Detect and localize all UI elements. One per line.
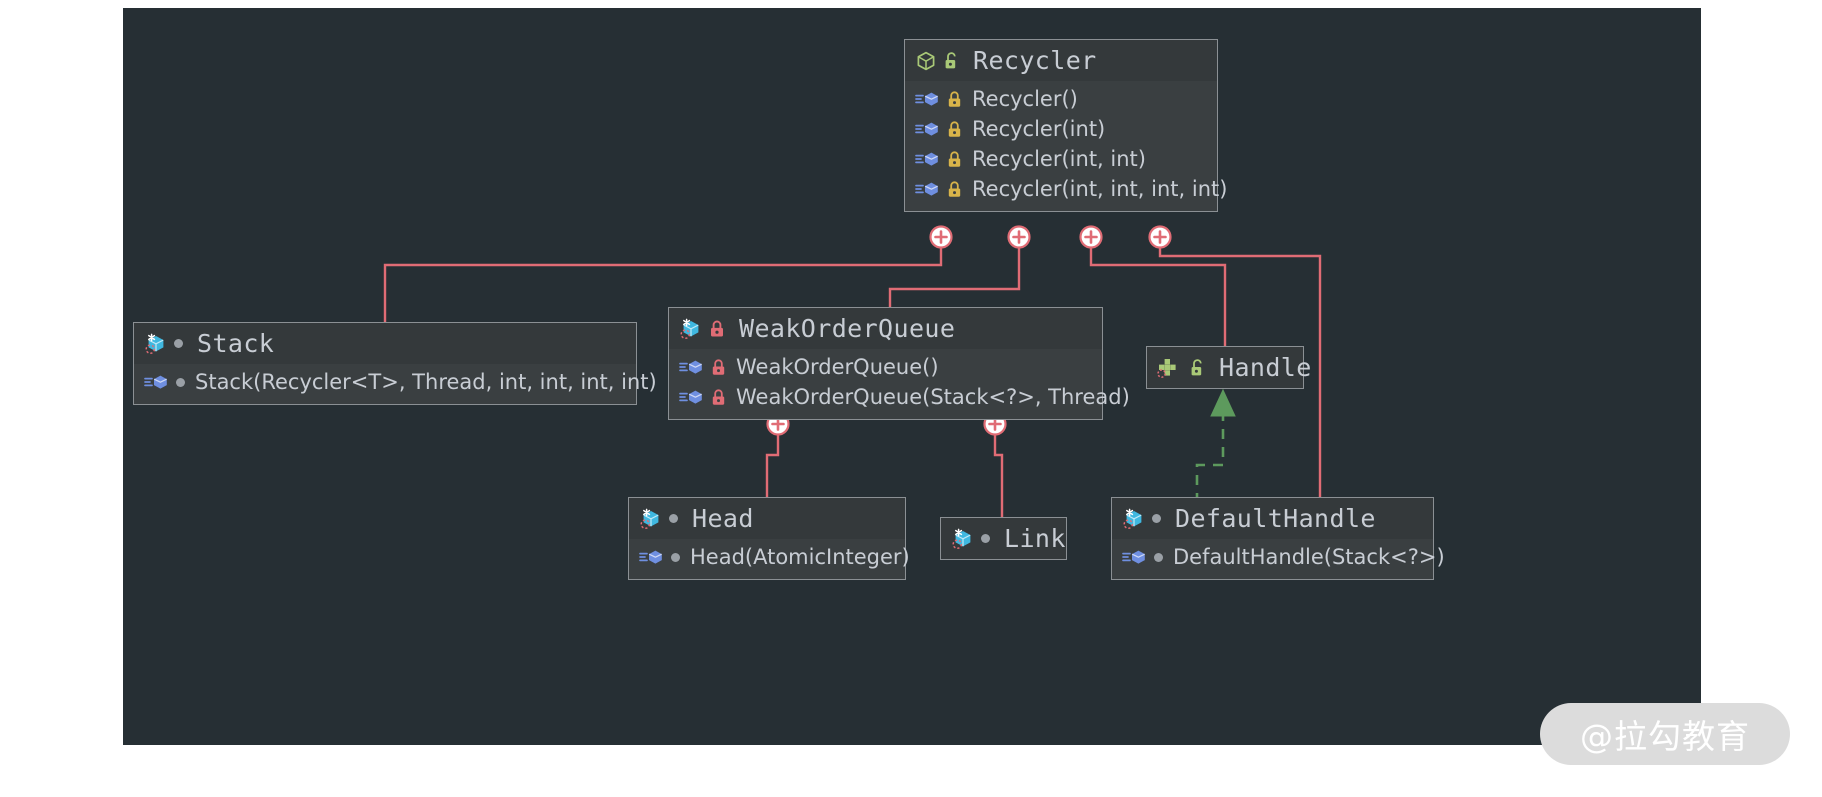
gray-dot-icon [669,514,678,523]
gray-dot-icon [1154,552,1163,562]
edge-recycler-defaulthandle [1158,246,1322,505]
watermark-badge: @拉勾教育 [1540,703,1790,765]
member-row[interactable]: Recycler(int, int) [905,144,1217,174]
member-label: Head(AtomicInteger) [690,545,910,569]
class-node-weakorderqueue[interactable]: WeakOrderQueue [668,307,1130,420]
member-row[interactable]: Recycler(int, int, int, int) [905,174,1227,204]
blue-method-icon [915,179,941,199]
member-row[interactable]: Stack(Recycler<T>, Thread, int, int, int… [134,367,657,397]
member-label: Recycler(int) [972,117,1106,141]
plus-badge-recycler-weakorderqueue [1007,225,1031,249]
member-label: Stack(Recycler<T>, Thread, int, int, int… [195,370,657,394]
member-row[interactable]: WeakOrderQueue() [669,352,1102,382]
green-interface-icon [1157,356,1183,380]
class-name: Link [1004,524,1066,553]
class-node-recycler[interactable]: Recycler [904,39,1227,212]
cyan-final-cube-icon [1122,507,1146,531]
member-label: Recycler(int, int, int, int) [972,177,1228,201]
class-node-head[interactable]: Head Head(AtomicInteger) [628,497,910,580]
blue-method-icon [144,372,170,392]
blue-method-icon [915,149,941,169]
class-name: Handle [1219,353,1312,382]
member-label: WeakOrderQueue() [736,355,939,379]
class-node-header[interactable]: WeakOrderQueue [669,308,1102,349]
member-row[interactable]: Recycler(int) [905,114,1217,144]
class-node-stack[interactable]: Stack Stack(Recycler<T>, Thread, int, in… [133,322,657,405]
gray-dot-icon [981,534,990,543]
class-node-header[interactable]: DefaultHandle [1112,498,1433,539]
class-name: Recycler [973,46,1097,75]
class-node-members: DefaultHandle(Stack<?>) [1112,539,1445,579]
blue-method-icon [1122,547,1148,567]
gray-dot-icon [176,377,185,387]
inheritance-arrowhead [1210,388,1236,417]
uml-diagram-canvas[interactable]: Recycler [123,8,1701,745]
red-locked-padlock-icon [709,319,725,339]
class-name: Head [692,504,754,533]
class-node-handle[interactable]: Handle [1146,346,1311,389]
member-row[interactable]: WeakOrderQueue(Stack<?>, Thread) [669,382,1130,412]
gray-dot-icon [174,339,183,348]
class-node-header[interactable]: Head [629,498,905,539]
gray-dot-icon [671,552,680,562]
class-node-members: Recycler() [905,81,1227,211]
red-locked-padlock-icon [711,358,726,377]
blue-method-icon [915,119,941,139]
blue-method-icon [639,547,665,567]
class-node-link[interactable]: Link [940,517,1067,560]
member-row[interactable]: Recycler() [905,84,1217,114]
class-name: DefaultHandle [1175,504,1376,533]
edge-weakorderqueue-head [765,432,780,499]
edge-recycler-stack [383,246,943,324]
connector-layer [383,225,1322,519]
edge-recycler-weakorderqueue [888,246,1021,309]
cyan-final-cube-icon [144,332,168,356]
class-name: Stack [197,329,275,358]
green-cube-icon [915,50,937,72]
blue-method-icon [679,387,705,407]
plus-badge-recycler-stack [929,225,953,249]
member-label: Recycler() [972,87,1078,111]
yellow-locked-padlock-icon [947,120,962,139]
class-node-members: Head(AtomicInteger) [629,539,910,579]
green-unlocked-padlock-icon [1189,358,1205,378]
yellow-locked-padlock-icon [947,150,962,169]
green-unlocked-padlock-icon [943,51,959,71]
blue-method-icon [679,357,705,377]
class-node-header[interactable]: Link [941,518,1066,559]
class-name: WeakOrderQueue [739,314,956,343]
plus-badge-recycler-defaulthandle [1148,225,1172,249]
class-node-header[interactable]: Recycler [905,40,1217,81]
cyan-final-cube-icon [679,317,703,341]
member-label: DefaultHandle(Stack<?>) [1173,545,1445,569]
edge-defaulthandle-handle [1195,413,1225,503]
gray-dot-icon [1152,514,1161,523]
class-node-header[interactable]: Handle [1147,347,1311,388]
yellow-locked-padlock-icon [947,180,962,199]
class-node-header[interactable]: Stack [134,323,636,364]
plus-badge-recycler-handle [1079,225,1103,249]
blue-method-icon [915,89,941,109]
class-node-members: WeakOrderQueue() [669,349,1130,419]
plus-badge-group [766,225,1172,436]
red-locked-padlock-icon [711,388,726,407]
cyan-final-cube-icon [639,507,663,531]
class-node-members: Stack(Recycler<T>, Thread, int, int, int… [134,364,657,404]
yellow-locked-padlock-icon [947,90,962,109]
edge-recycler-handle [1089,246,1227,348]
member-label: Recycler(int, int) [972,147,1146,171]
edge-weakorderqueue-link [993,432,1004,519]
member-row[interactable]: Head(AtomicInteger) [629,542,910,572]
member-row[interactable]: DefaultHandle(Stack<?>) [1112,542,1445,572]
class-node-defaulthandle[interactable]: DefaultHandle DefaultHandle(Stack<?>) [1111,497,1445,580]
watermark-text: @拉勾教育 [1580,717,1750,756]
member-label: WeakOrderQueue(Stack<?>, Thread) [736,385,1130,409]
cyan-final-cube-icon [951,527,975,551]
